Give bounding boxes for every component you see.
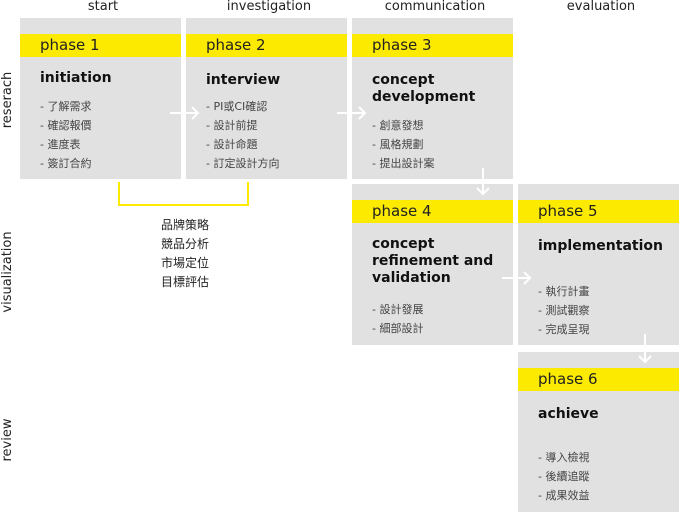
phase-card-4: phase 4 concept refinement and validatio… <box>352 184 513 345</box>
list-item: 設計前提 <box>206 116 279 135</box>
phase-title: interview <box>206 72 281 88</box>
yellow-bracket <box>118 182 249 206</box>
phase-items: 創意發想 風格規劃 提出設計案 <box>372 116 434 173</box>
phase-items: 了解需求 確認報價 進度表 簽訂合約 <box>40 97 91 173</box>
arrow-right-icon <box>170 106 200 120</box>
arrow-down-icon <box>476 168 490 196</box>
column-header-investigation: investigation <box>226 0 312 14</box>
phase-card-5: phase 5 implementation 執行計畫 測試觀察 完成呈現 <box>518 184 679 345</box>
list-item: 風格規劃 <box>372 135 434 154</box>
phase-label: phase 5 <box>518 200 679 223</box>
list-item: 簽訂合約 <box>40 154 91 173</box>
list-item: 目標評估 <box>160 275 209 289</box>
arrow-right-icon <box>502 271 532 285</box>
arrow-down-icon <box>638 334 652 364</box>
list-item: 測試觀察 <box>538 301 589 320</box>
phase-card-6: phase 6 achieve 導入檢視 後續追蹤 成果效益 <box>518 352 679 512</box>
phase-title: achieve <box>538 406 599 422</box>
phase-items: PI或CI確認 設計前提 設計命題 訂定設計方向 <box>206 97 279 173</box>
column-header-start: start <box>87 0 119 14</box>
phase-title: initiation <box>40 70 112 86</box>
list-item: 競品分析 <box>160 237 209 251</box>
list-item: 品牌策略 <box>160 218 209 232</box>
list-item: 後續追蹤 <box>538 467 589 486</box>
phase-label: phase 2 <box>186 34 347 57</box>
phase-label: phase 1 <box>20 34 181 57</box>
list-item: 成果效益 <box>538 486 589 505</box>
phase-card-3: phase 3 concept development 創意發想 風格規劃 提出… <box>352 18 513 179</box>
list-item: 完成呈現 <box>538 320 589 339</box>
phase-items: 設計發展 細部設計 <box>372 300 423 338</box>
list-item: 創意發想 <box>372 116 434 135</box>
column-header-communication: communication <box>384 0 486 14</box>
list-item: 確認報價 <box>40 116 91 135</box>
list-item: 設計發展 <box>372 300 423 319</box>
column-header-evaluation: evaluation <box>566 0 636 14</box>
phase-items: 導入檢視 後續追蹤 成果效益 <box>538 448 589 505</box>
phase-label: phase 6 <box>518 368 679 391</box>
list-item: 進度表 <box>40 135 91 154</box>
phase-label: phase 4 <box>352 200 513 223</box>
phase-card-2: phase 2 interview PI或CI確認 設計前提 設計命題 訂定設計… <box>186 18 347 179</box>
list-item: 了解需求 <box>40 97 91 116</box>
list-item: PI或CI確認 <box>206 97 279 116</box>
list-item: 執行計畫 <box>538 282 589 301</box>
list-item: 細部設計 <box>372 319 423 338</box>
phase-title: concept refinement and validation <box>372 236 494 286</box>
list-item: 訂定設計方向 <box>206 154 279 173</box>
phase-card-1: phase 1 initiation 了解需求 確認報價 進度表 簽訂合約 <box>20 18 181 179</box>
phase-items: 執行計畫 測試觀察 完成呈現 <box>538 282 589 339</box>
phase-title: concept development <box>372 72 476 105</box>
list-item: 設計命題 <box>206 135 279 154</box>
arrow-right-icon <box>337 106 367 120</box>
phase-title: implementation <box>538 238 663 254</box>
list-item: 提出設計案 <box>372 154 434 173</box>
list-item: 市場定位 <box>160 256 209 270</box>
list-item: 導入檢視 <box>538 448 589 467</box>
phase1-2-extra-list: 品牌策略 競品分析 市場定位 目標評估 <box>140 216 230 292</box>
phase-label: phase 3 <box>352 34 513 57</box>
